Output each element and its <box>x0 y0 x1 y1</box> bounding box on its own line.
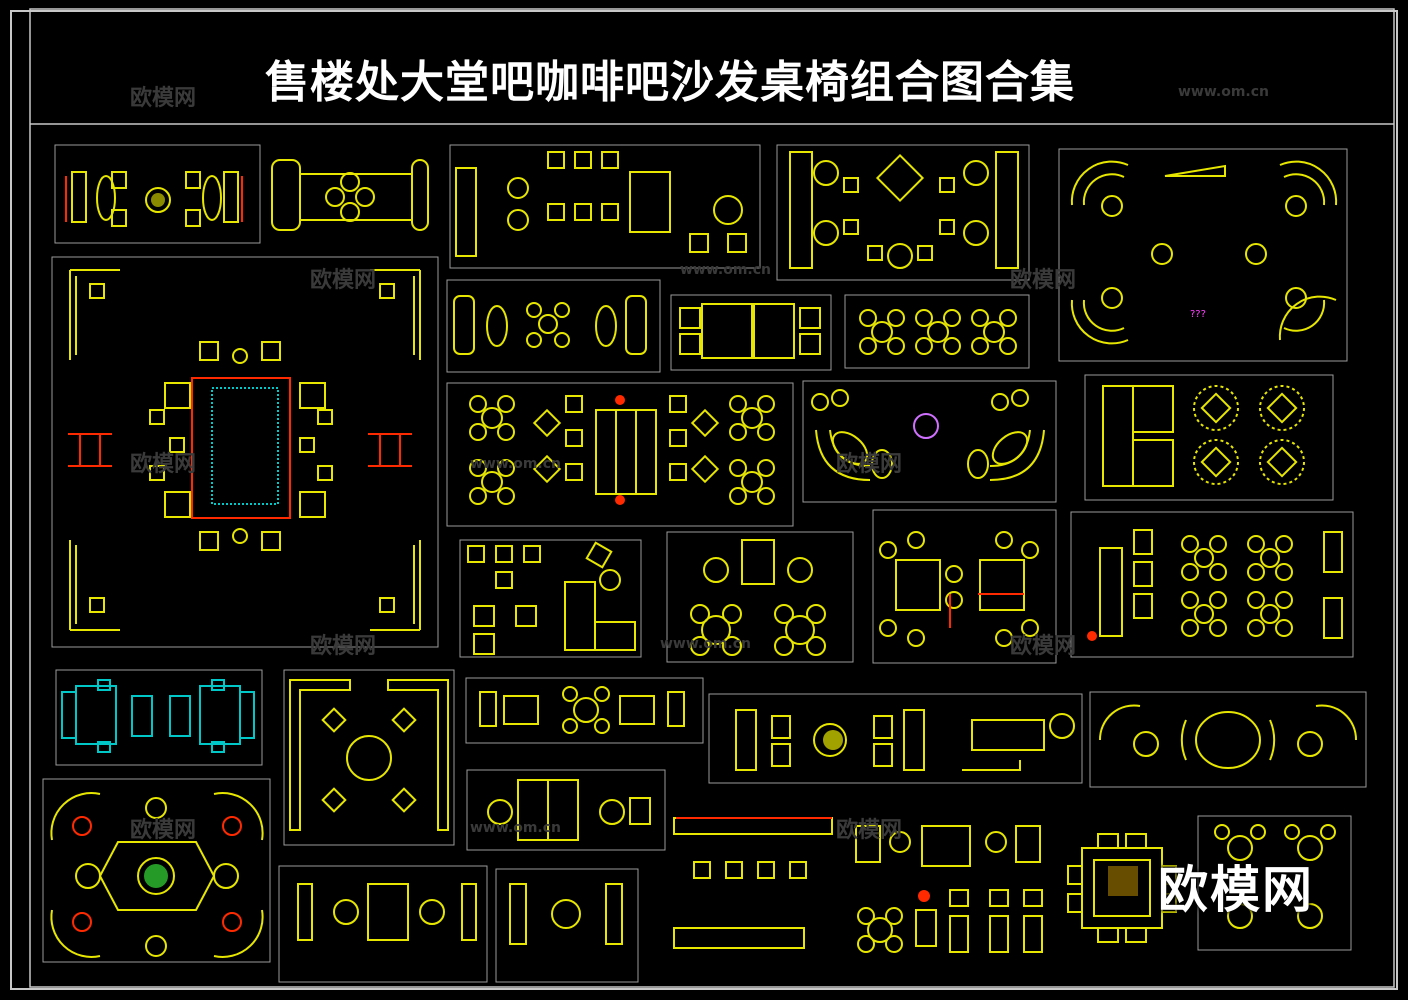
watermark-url: www.om.cn <box>470 456 562 472</box>
title-block <box>29 8 1395 125</box>
watermark-url: www.om.cn <box>680 262 772 278</box>
watermark: 欧模网 <box>310 634 377 659</box>
watermark-url: www.om.cn <box>1178 84 1270 100</box>
color-accents <box>144 193 1138 896</box>
watermark-url: www.om.cn <box>660 636 752 652</box>
furniture-layouts <box>50 151 1358 958</box>
outer-border <box>10 10 1398 990</box>
watermark: 欧模网 <box>1010 634 1077 659</box>
watermark: 欧模网 <box>130 452 197 477</box>
watermark-url: www.om.cn <box>470 820 562 836</box>
brand-logo: 欧模网 <box>1158 861 1314 919</box>
watermark: 欧模网 <box>1010 268 1077 293</box>
panel-frames <box>42 144 1367 983</box>
watermark: 欧模网 <box>130 86 197 111</box>
red-accents <box>65 176 1097 932</box>
inner-border <box>29 8 1395 988</box>
annotation-marker: ??? <box>1190 309 1206 320</box>
watermark: 欧模网 <box>130 818 197 843</box>
cyan-layout <box>61 387 279 753</box>
page-title: 售楼处大堂吧咖啡吧沙发桌椅组合图合集 <box>265 57 1075 108</box>
watermark: 欧模网 <box>310 268 377 293</box>
watermark: 欧模网 <box>836 818 903 843</box>
watermark: 欧模网 <box>836 452 903 477</box>
